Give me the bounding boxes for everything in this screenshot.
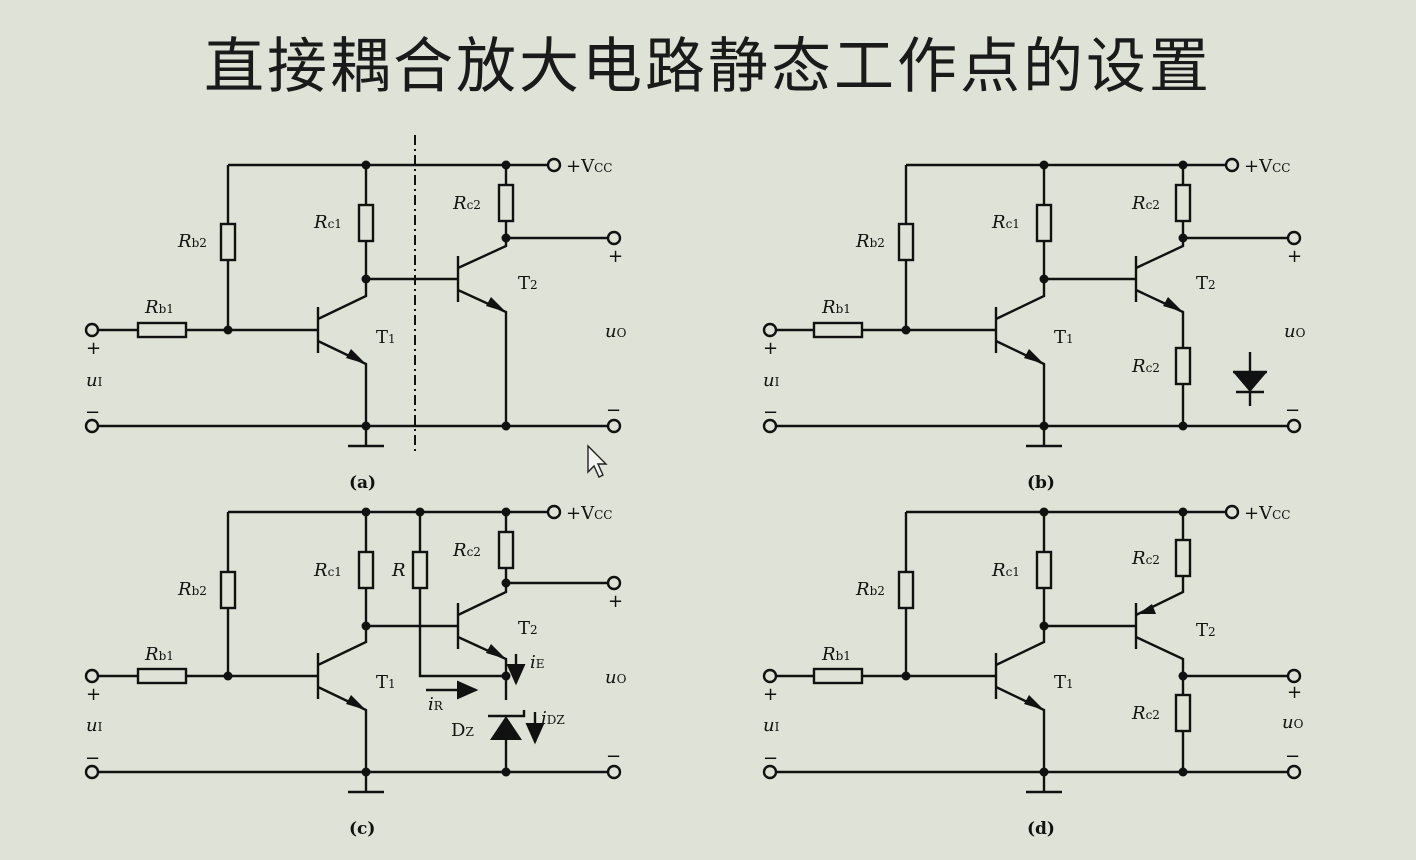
svg-text:Rc1: Rc1 [313,560,342,581]
caption-d: (d) [1027,819,1055,839]
svg-text:+: + [608,246,623,267]
svg-text:Rb2: Rb2 [855,579,885,600]
svg-text:Rc2: Rc2 [452,540,481,561]
svg-text:Rc1: Rc1 [313,212,342,233]
svg-text:+VCC: +VCC [1244,503,1290,524]
svg-text:−: − [763,748,778,769]
svg-text:T2: T2 [518,618,538,639]
svg-text:uI: uI [763,715,780,736]
svg-text:Rb2: Rb2 [177,579,207,600]
svg-text:Rb1: Rb1 [821,644,851,665]
svg-text:Rc2: Rc2 [1131,548,1160,569]
svg-text:Rb1: Rb1 [144,644,174,665]
svg-text:iE: iE [530,652,545,673]
svg-text:T1: T1 [376,327,396,348]
svg-text:T2: T2 [1196,273,1216,294]
svg-text:+VCC: +VCC [566,156,612,177]
svg-text:T2: T2 [518,273,538,294]
circuit-a: +VCC Rb2 Rb1 Rc1 Rc2 T1 T2 + uO − + uI −… [84,135,627,493]
svg-text:−: − [85,402,100,423]
svg-text:+: + [763,338,778,359]
svg-text:−: − [606,400,621,421]
svg-text:uO: uO [605,667,627,688]
svg-text:Rc1: Rc1 [991,560,1020,581]
mouse-cursor-icon [587,444,608,478]
svg-text:Rb2: Rb2 [855,231,885,252]
svg-text:uI: uI [86,370,103,391]
svg-text:uO: uO [605,321,627,342]
svg-text:+VCC: +VCC [1244,156,1290,177]
svg-text:uO: uO [1284,321,1306,342]
svg-text:+: + [763,684,778,705]
svg-text:+: + [1287,682,1302,703]
svg-text:iDZ: iDZ [541,708,565,729]
svg-text:−: − [606,746,621,767]
svg-text:Rc2: Rc2 [1131,356,1160,377]
caption-c: (c) [349,819,375,839]
svg-text:+VCC: +VCC [566,503,612,524]
svg-text:T1: T1 [1054,327,1074,348]
svg-text:−: − [85,748,100,769]
svg-text:+: + [1287,246,1302,267]
svg-text:T1: T1 [376,672,396,693]
svg-text:+: + [86,684,101,705]
svg-text:Rc2: Rc2 [1131,193,1160,214]
caption-b: (b) [1027,473,1055,493]
svg-text:uI: uI [763,370,780,391]
svg-text:uO: uO [1282,712,1304,733]
svg-text:Rc2: Rc2 [1131,703,1160,724]
svg-text:T1: T1 [1054,672,1074,693]
svg-text:R: R [391,560,406,581]
svg-text:Rc2: Rc2 [452,193,481,214]
svg-text:uI: uI [86,715,103,736]
svg-text:iR: iR [428,694,444,715]
svg-text:+: + [86,338,101,359]
caption-a: (a) [349,473,376,493]
circuit-b: +VCC Rb2 Rb1 Rc1 Rc2 Rc2 T1 T2 + uO − + … [762,156,1306,493]
svg-text:Rb1: Rb1 [821,297,851,318]
svg-text:DZ: DZ [451,720,474,741]
svg-text:+: + [608,591,623,612]
svg-text:−: − [1285,400,1300,421]
svg-text:Rb2: Rb2 [177,231,207,252]
svg-text:−: − [1285,746,1300,767]
svg-text:Rb1: Rb1 [144,297,174,318]
svg-text:T2: T2 [1196,620,1216,641]
svg-text:−: − [763,402,778,423]
svg-text:Rc1: Rc1 [991,212,1020,233]
circuit-c: +VCC Rb2 Rb1 Rc1 R Rc2 T1 T2 iE iDZ iR D… [84,503,627,839]
slide-title: 直接耦合放大电路静态工作点的设置 [204,32,1212,102]
circuit-d: +VCC Rb2 Rb1 Rc1 Rc2 Rc2 T1 T2 + uO − + … [762,503,1304,839]
